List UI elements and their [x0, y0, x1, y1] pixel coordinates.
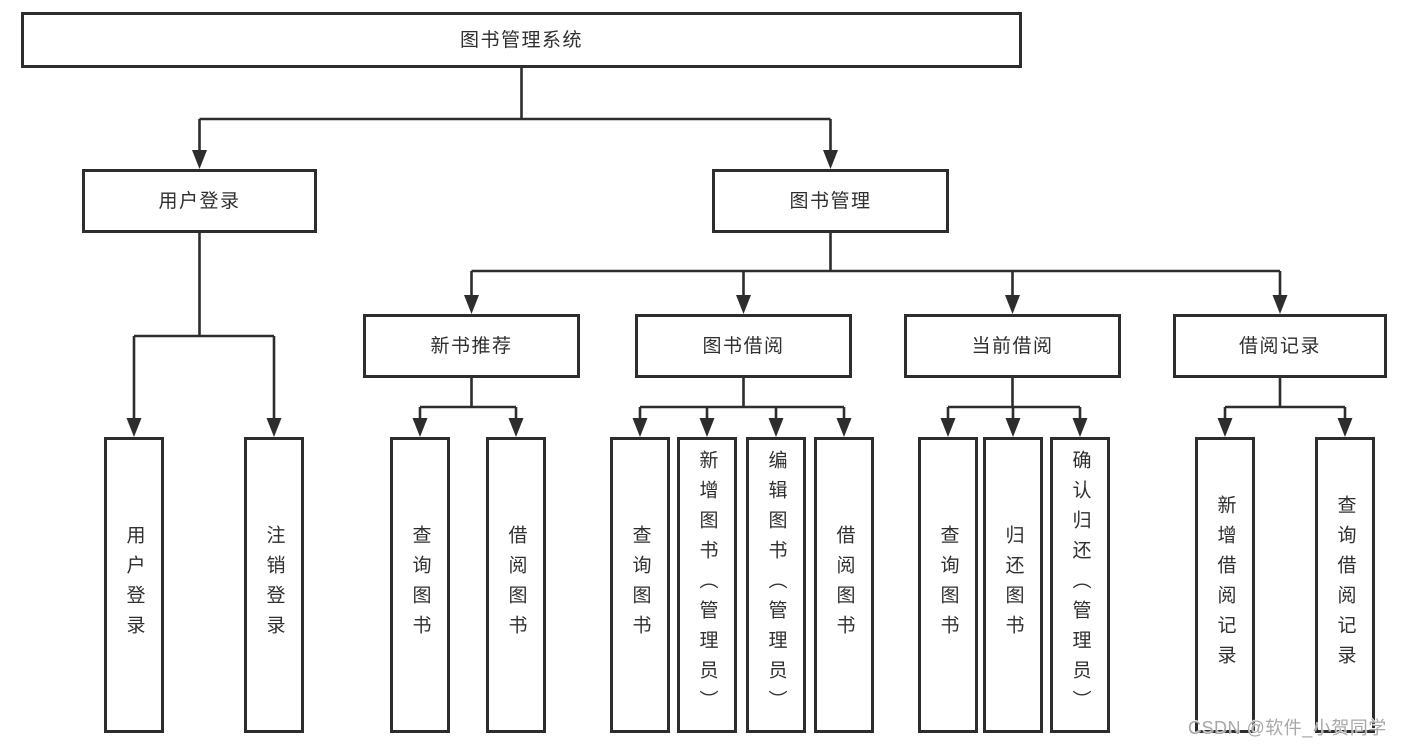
arrow-down-icon [1272, 295, 1288, 314]
node-root: 图书管理系统 [21, 12, 1022, 68]
arrow-down-icon [632, 418, 648, 437]
arrow-down-icon [736, 295, 751, 314]
arrow-down-icon [192, 150, 207, 169]
leaf-query-books-borrow: 查询图书 [610, 437, 670, 733]
leaf-label: 用户登录 [123, 525, 145, 645]
node-borrow-records: 借阅记录 [1173, 314, 1387, 378]
connector-root-to-level2 [192, 68, 838, 169]
watermark: CSDN @软件_小贺同学 [1188, 718, 1387, 738]
node-book-management: 图书管理 [712, 169, 949, 233]
leaf-logout: 注销登录 [244, 437, 304, 733]
arrow-down-icon [940, 418, 956, 437]
connector-book-management-to-level3 [464, 233, 1288, 314]
leaf-label: 注销登录 [263, 525, 285, 645]
arrow-down-icon [412, 418, 428, 437]
arrow-down-icon [508, 418, 524, 437]
leaf-label: 借阅图书 [833, 525, 855, 645]
leaf-query-borrow-record: 查询借阅记录 [1315, 437, 1375, 733]
arrow-down-icon [464, 295, 479, 314]
leaf-label: 新增图书（管理员） [696, 450, 718, 720]
node-user-login: 用户登录 [82, 169, 317, 233]
leaf-label: 借阅图书 [505, 525, 527, 645]
arrow-down-icon [836, 418, 852, 437]
arrow-down-icon [1337, 418, 1353, 437]
leaf-user-login: 用户登录 [104, 437, 164, 733]
connector-book-borrow-to-leaves [632, 378, 852, 437]
leaf-borrow-books: 借阅图书 [814, 437, 874, 733]
arrow-down-icon [768, 418, 784, 437]
arrow-down-icon [126, 418, 142, 437]
arrow-down-icon [699, 418, 715, 437]
leaf-label: 编辑图书（管理员） [765, 450, 787, 720]
arrow-down-icon [1005, 295, 1020, 314]
arrow-down-icon [1072, 418, 1088, 437]
leaf-label: 查询图书 [937, 525, 959, 645]
leaf-label: 查询图书 [409, 525, 431, 645]
leaf-label: 查询图书 [629, 525, 651, 645]
connector-new-book-to-leaves [412, 378, 524, 437]
leaf-query-books-recommend: 查询图书 [390, 437, 450, 733]
arrow-down-icon [823, 150, 838, 169]
arrow-down-icon [1217, 418, 1233, 437]
leaf-borrow-books-recommend: 借阅图书 [486, 437, 546, 733]
connector-current-borrow-to-leaves [940, 378, 1088, 437]
node-current-borrow: 当前借阅 [904, 314, 1121, 378]
connector-user-login-to-leaves [126, 233, 282, 437]
leaf-label: 查询借阅记录 [1334, 495, 1356, 675]
arrow-down-icon [266, 418, 282, 437]
arrow-down-icon [1005, 418, 1021, 437]
leaf-return-books: 归还图书 [983, 437, 1043, 733]
node-new-book-recommend: 新书推荐 [363, 314, 580, 378]
leaf-add-borrow-record: 新增借阅记录 [1195, 437, 1255, 733]
leaf-label: 确认归还（管理员） [1069, 450, 1091, 720]
leaf-label: 归还图书 [1002, 525, 1024, 645]
leaf-query-books-current: 查询图书 [918, 437, 978, 733]
leaf-edit-book-admin: 编辑图书（管理员） [746, 437, 806, 733]
leaf-confirm-return-admin: 确认归还（管理员） [1050, 437, 1110, 733]
leaf-label: 新增借阅记录 [1214, 495, 1236, 675]
connector-borrow-records-to-leaves [1217, 378, 1353, 437]
leaf-add-book-admin: 新增图书（管理员） [677, 437, 737, 733]
node-book-borrow: 图书借阅 [635, 314, 852, 378]
